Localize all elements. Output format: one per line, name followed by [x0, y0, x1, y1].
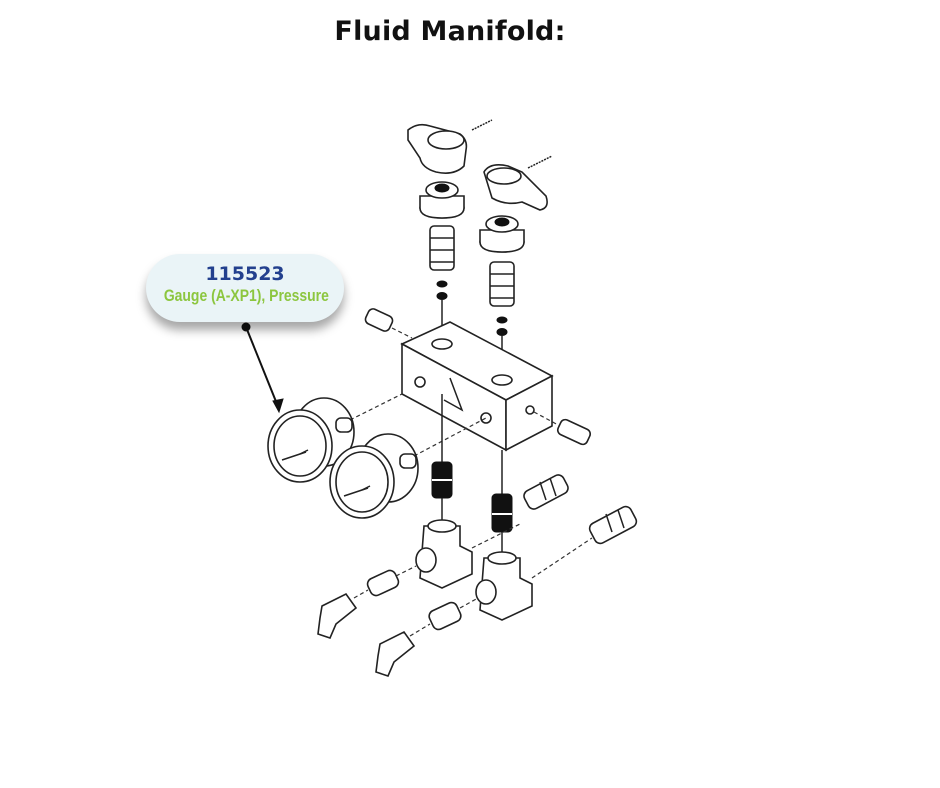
part-description: Gauge (A-XP1), Pressure — [163, 286, 329, 305]
valve-cartridge-left — [429, 225, 455, 344]
manifold-block — [400, 321, 554, 452]
swivel-elbow-left — [317, 589, 369, 639]
nut-right — [428, 597, 479, 631]
male-fitting-lower-right — [588, 505, 638, 545]
tee-fitting-left — [415, 519, 521, 589]
valve-cap-left — [419, 181, 465, 219]
side-fitting-right — [533, 411, 592, 446]
tee-fitting-right — [475, 537, 593, 621]
pressure-gauge-1 — [267, 393, 403, 483]
callout-leader — [241, 322, 284, 414]
part-callout: 115523 Gauge (A-XP1), Pressure — [146, 254, 344, 322]
valve-cartridge-right — [489, 261, 515, 380]
page-title: Fluid Manifold: — [334, 16, 566, 47]
male-fitting-upper-right — [523, 474, 569, 510]
fitting-nipple-right — [491, 450, 513, 556]
fitting-nipple-left — [431, 394, 453, 524]
pressure-gauge-2 — [329, 417, 487, 519]
valve-handle-right — [483, 155, 553, 211]
part-number: 115523 — [205, 263, 285, 285]
valve-handle-left — [407, 119, 493, 174]
side-fitting-top-left — [364, 308, 413, 339]
valve-cap-right — [479, 215, 525, 253]
swivel-elbow-right — [375, 623, 431, 677]
nut-left — [366, 565, 417, 597]
